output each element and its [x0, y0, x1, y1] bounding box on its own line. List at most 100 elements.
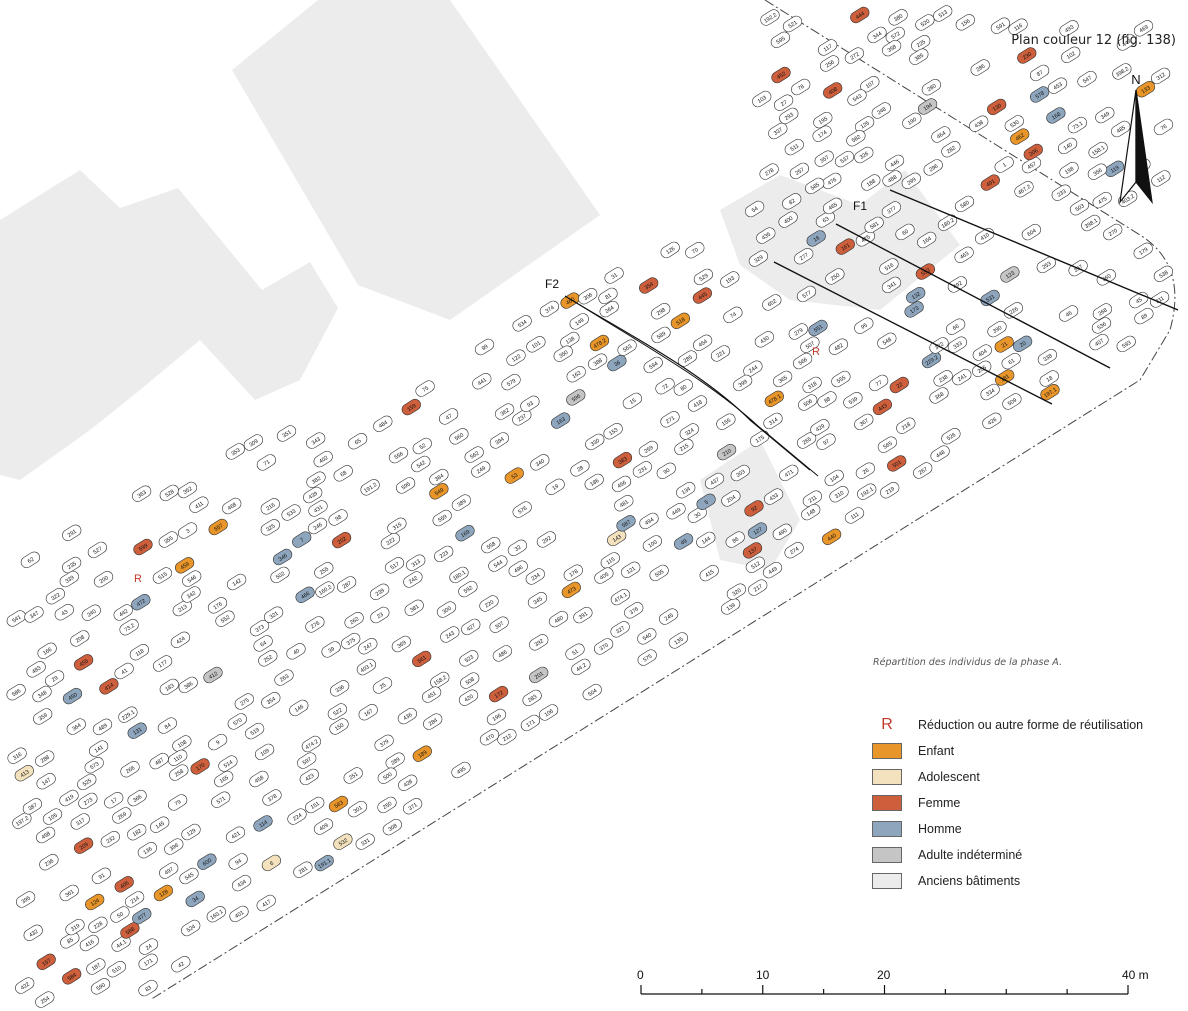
- grave-445: 445: [692, 287, 713, 304]
- grave-label: 388: [593, 358, 604, 368]
- grave-label: 157: [41, 958, 52, 968]
- grave-381: 381: [404, 599, 424, 616]
- grave-172: 172: [488, 685, 509, 703]
- grave-449: 449: [762, 561, 783, 579]
- grave-440: 440: [821, 528, 842, 545]
- grave-label: 128: [159, 889, 170, 899]
- grave-label: 368: [934, 391, 945, 401]
- grave-413: 413: [14, 765, 34, 782]
- grave-label: 106: [544, 708, 555, 718]
- grave-label: 537: [840, 155, 851, 165]
- grave-label: 563: [622, 344, 633, 354]
- grave-424: 424: [170, 631, 191, 648]
- grave-label: 209: [79, 842, 90, 852]
- grave-20: 20: [1012, 335, 1033, 352]
- grave-342: 342: [181, 586, 201, 603]
- grave-label: 309: [249, 439, 260, 449]
- grave-131: 131: [127, 722, 147, 739]
- grave-470: 470: [479, 729, 500, 746]
- grave-label: 263: [279, 674, 290, 684]
- grave-label: 367: [859, 418, 870, 428]
- grave-label: 161: [840, 243, 851, 253]
- grave-400: 400: [778, 211, 798, 228]
- grave-label: 457: [1027, 161, 1038, 171]
- grave-label: 198: [1064, 166, 1075, 176]
- grave-495: 495: [451, 761, 471, 779]
- grave-216: 216: [260, 498, 280, 515]
- grave-482: 482: [828, 338, 849, 355]
- grave-501: 501: [887, 455, 907, 472]
- grave-467-2: 467.2: [1014, 181, 1034, 198]
- grave-label: 107: [865, 80, 876, 90]
- grave-label: 159: [406, 403, 417, 413]
- legend-row-anciens-batiments: Anciens bâtiments: [872, 868, 1172, 894]
- grave-label: 399: [738, 379, 749, 389]
- grave-384: 384: [429, 468, 449, 486]
- grave-label: 175: [755, 435, 766, 445]
- grave-256: 256: [819, 55, 840, 72]
- grave-label: 251: [348, 772, 359, 782]
- grave-label: 433: [769, 493, 780, 503]
- grave-123: 123: [1000, 266, 1020, 283]
- grave-204: 204: [721, 490, 741, 507]
- grave-340: 340: [530, 454, 550, 471]
- grave-559: 559: [432, 509, 452, 527]
- grave-582: 582: [846, 130, 866, 147]
- grave-label: 311: [1155, 296, 1166, 306]
- grave-252: 252: [258, 650, 278, 667]
- grave-151: 151: [305, 796, 325, 814]
- grave-label: 30: [694, 512, 702, 520]
- grave-103: 103: [752, 90, 772, 108]
- legend: R Réduction ou autre forme de réutilisat…: [872, 712, 1172, 894]
- grave-label: 484: [378, 420, 389, 430]
- grave-542: 542: [411, 455, 431, 473]
- grave-575: 575: [637, 649, 657, 666]
- grave-410: 410: [974, 228, 995, 245]
- grave-124: 124: [85, 893, 105, 911]
- grave-label: 561: [417, 655, 428, 665]
- grave-label: 27: [780, 100, 788, 108]
- grave-422: 422: [15, 977, 35, 994]
- grave-label: 350: [558, 350, 569, 360]
- grave-label: 343: [311, 437, 322, 447]
- grave-496: 496: [508, 560, 528, 577]
- grave-label: 370: [599, 642, 610, 652]
- grave-label: 287: [342, 580, 353, 590]
- grave-541: 541: [6, 610, 26, 627]
- grave-label: 495: [456, 766, 467, 776]
- grave-label: 173: [909, 305, 920, 315]
- grave-438: 438: [969, 115, 989, 132]
- grave-382: 382: [306, 471, 326, 488]
- grave-label: 421: [231, 831, 242, 841]
- grave-label: 465: [828, 202, 839, 212]
- grave-label: 46: [1065, 310, 1073, 318]
- grave-337: 337: [768, 122, 788, 140]
- grave-31: 31: [604, 267, 624, 284]
- grave-602: 602: [762, 294, 782, 311]
- grave-label: 429: [815, 423, 826, 433]
- grave-label: 62: [27, 557, 35, 565]
- grave-435: 435: [756, 227, 776, 244]
- grave-186: 186: [584, 473, 604, 491]
- grave-label: 541: [11, 615, 22, 625]
- grave-label: 85: [66, 937, 74, 945]
- grave-label: 455: [79, 658, 90, 668]
- grave-590: 590: [90, 978, 111, 995]
- grave-490: 490: [772, 523, 792, 540]
- grave-label: 237: [517, 413, 528, 423]
- grave-379: 379: [374, 734, 394, 751]
- grave-label: 382: [311, 476, 322, 486]
- grave-label: 1: [1002, 162, 1008, 169]
- grave-506: 506: [798, 394, 818, 411]
- grave-label: 525: [82, 778, 93, 788]
- grave-label: 423: [304, 773, 315, 783]
- grave-label: 296: [928, 163, 939, 173]
- grave-345: 345: [527, 592, 548, 609]
- grave-label: 142: [232, 578, 243, 588]
- grave-60: 60: [895, 223, 915, 241]
- grave-label: 586: [11, 688, 22, 698]
- grave-439: 439: [303, 486, 323, 504]
- grave-395: 395: [15, 891, 36, 908]
- grave-110: 110: [168, 749, 188, 766]
- grave-371: 371: [402, 798, 423, 815]
